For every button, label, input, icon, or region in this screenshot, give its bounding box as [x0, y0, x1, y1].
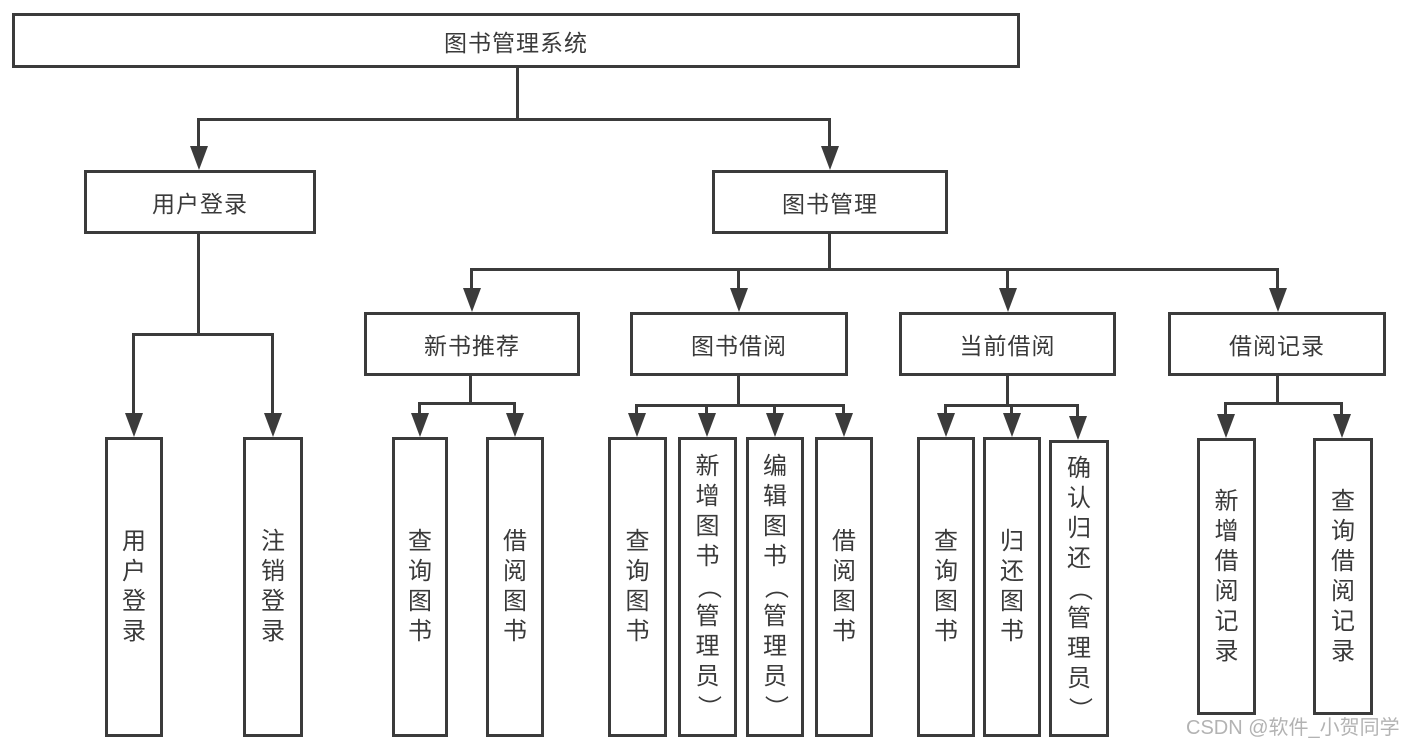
- node-user-login-label: 用户登录: [152, 191, 248, 217]
- arrowhead-nb-query: [411, 413, 429, 437]
- connector-shaft-bb-add: [705, 404, 708, 416]
- arrowhead-bb-borrow: [835, 413, 853, 437]
- arrowhead-book-borrow: [730, 288, 748, 312]
- arrowhead-leaf-user-login: [125, 413, 143, 437]
- connector-shaft-book-management: [828, 118, 831, 150]
- connector-shaft-current-borrow: [1006, 268, 1009, 292]
- arrowhead-bb-add: [698, 413, 716, 437]
- node-book-borrow: 图书借阅: [630, 312, 848, 376]
- node-borrow-record: 借阅记录: [1168, 312, 1386, 376]
- node-bb-query-books: 查询图书: [608, 437, 667, 737]
- node-br-query-record-label: 查询借阅记录: [1331, 487, 1355, 665]
- node-user-login: 用户登录: [84, 170, 316, 234]
- connector-root-crossbar: [197, 118, 831, 121]
- node-bb-edit-books-label: 编辑图书（管理员）: [762, 453, 789, 719]
- arrowhead-current-borrow: [999, 288, 1017, 312]
- node-current-borrow-label: 当前借阅: [959, 333, 1056, 359]
- connector-borrow-record-crossbar: [1224, 402, 1343, 405]
- connector-shaft-user-login: [197, 118, 200, 150]
- csdn-watermark: CSDN @软件_小贺同学: [1186, 717, 1400, 739]
- node-bb-edit-books: 编辑图书（管理员）: [746, 437, 804, 737]
- node-cb-return-books: 归还图书: [983, 437, 1041, 737]
- connector-book-management-stem: [828, 234, 831, 271]
- connector-new-book-stem: [469, 376, 472, 405]
- node-bb-query-books-label: 查询图书: [625, 528, 650, 645]
- node-bb-add-books-label: 新增图书（管理员）: [694, 453, 722, 719]
- connector-shaft-bb-edit: [773, 404, 776, 416]
- node-current-borrow: 当前借阅: [899, 312, 1116, 376]
- node-new-book-recommend-label: 新书推荐: [424, 333, 520, 359]
- node-nb-query-books: 查询图书: [392, 437, 448, 737]
- node-leaf-user-login: 用户登录: [105, 437, 163, 737]
- node-nb-borrow-books: 借阅图书: [486, 437, 544, 737]
- node-book-management: 图书管理: [712, 170, 948, 234]
- connector-shaft-borrow-record: [1276, 268, 1279, 292]
- connector-shaft-cb-return: [1010, 404, 1013, 416]
- arrowhead-book-management: [821, 146, 839, 170]
- connector-new-book-crossbar: [418, 402, 516, 405]
- connector-borrow-record-stem: [1276, 376, 1279, 405]
- connector-shaft-bb-borrow: [842, 404, 845, 416]
- connector-shaft-cb-query: [944, 404, 947, 416]
- connector-book-borrow-stem: [737, 376, 740, 407]
- node-book-management-label: 图书管理: [782, 191, 878, 217]
- node-cb-confirm-return: 确认归还（管理员）: [1049, 440, 1109, 737]
- node-new-book-recommend: 新书推荐: [364, 312, 580, 376]
- connector-shaft-br-query: [1340, 402, 1343, 416]
- connector-shaft-br-add: [1224, 402, 1227, 416]
- arrowhead-bb-query: [628, 413, 646, 437]
- node-bb-add-books: 新增图书（管理员）: [678, 437, 737, 737]
- node-br-add-record-label: 新增借阅记录: [1214, 487, 1239, 665]
- node-leaf-logout-label: 注销登录: [261, 528, 285, 645]
- node-bb-borrow-books: 借阅图书: [815, 437, 873, 737]
- node-br-add-record: 新增借阅记录: [1197, 438, 1256, 715]
- arrowhead-cb-return: [1003, 413, 1021, 437]
- connector-shaft-nb-borrow: [513, 402, 516, 416]
- connector-root-stem: [516, 68, 519, 121]
- connector-shaft-book-borrow: [737, 268, 740, 292]
- connector-shaft-nb-query: [418, 402, 421, 416]
- node-cb-return-books-label: 归还图书: [1000, 528, 1024, 645]
- node-cb-query-books: 查询图书: [917, 437, 975, 737]
- node-root-label: 图书管理系统: [444, 29, 588, 56]
- node-br-query-record: 查询借阅记录: [1313, 438, 1373, 715]
- arrowhead-br-query: [1333, 414, 1351, 438]
- arrowhead-cb-confirm: [1069, 416, 1087, 440]
- node-root-library-system: 图书管理系统: [12, 13, 1020, 68]
- connector-current-borrow-stem: [1006, 376, 1009, 407]
- connector-book-management-crossbar: [470, 268, 1279, 271]
- connector-book-borrow-crossbar: [635, 404, 845, 407]
- arrowhead-leaf-logout: [264, 413, 282, 437]
- arrowhead-cb-query: [937, 413, 955, 437]
- node-leaf-user-login-label: 用户登录: [122, 528, 146, 645]
- node-book-borrow-label: 图书借阅: [691, 333, 787, 359]
- arrowhead-borrow-record: [1269, 288, 1287, 312]
- arrowhead-bb-edit: [766, 413, 784, 437]
- connector-shaft-leaf-logout: [271, 333, 274, 415]
- connector-shaft-bb-query: [635, 404, 638, 416]
- connector-shaft-cb-confirm: [1076, 404, 1079, 418]
- node-nb-borrow-books-label: 借阅图书: [503, 528, 527, 645]
- arrowhead-nb-borrow: [506, 413, 524, 437]
- arrowhead-new-book-recommend: [463, 288, 481, 312]
- connector-shaft-new-book-recommend: [470, 268, 473, 292]
- arrowhead-user-login: [190, 146, 208, 170]
- node-cb-query-books-label: 查询图书: [934, 528, 958, 645]
- arrowhead-br-add: [1217, 414, 1235, 438]
- node-borrow-record-label: 借阅记录: [1229, 333, 1325, 359]
- connector-user-login-crossbar: [132, 333, 274, 336]
- node-bb-borrow-books-label: 借阅图书: [832, 528, 856, 645]
- node-leaf-logout: 注销登录: [243, 437, 303, 737]
- node-nb-query-books-label: 查询图书: [408, 528, 432, 645]
- connector-shaft-leaf-user-login: [132, 333, 135, 415]
- connector-user-login-stem: [197, 234, 200, 336]
- node-cb-confirm-return-label: 确认归还（管理员）: [1066, 454, 1093, 721]
